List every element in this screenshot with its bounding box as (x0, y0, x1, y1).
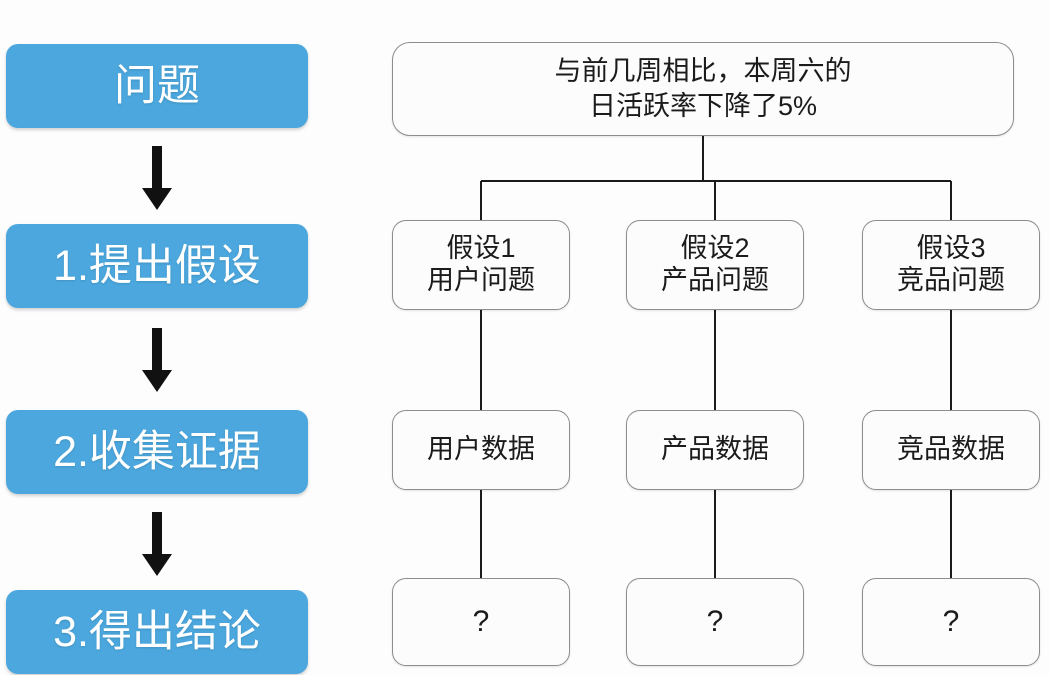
node-text-line: 用户数据 (427, 434, 535, 465)
node-text-line: 假设3 (916, 233, 986, 264)
down-arrow-icon (141, 512, 173, 578)
node-conclusion-3[interactable]: ? (862, 578, 1040, 666)
process-step-collect-evidence[interactable]: 2.收集证据 (6, 410, 308, 494)
process-step-draw-conclusion[interactable]: 3.得出结论 (6, 590, 308, 674)
node-conclusion-2[interactable]: ? (626, 578, 804, 666)
node-problem-statement[interactable]: 与前几周相比，本周六的 日活跃率下降了5% (392, 42, 1014, 136)
process-step-problem[interactable]: 问题 (6, 44, 308, 128)
process-step-label: 3.得出结论 (53, 607, 261, 656)
node-text-line: 产品问题 (661, 265, 769, 295)
down-arrow-icon (141, 328, 173, 394)
process-step-form-hypothesis[interactable]: 1.提出假设 (6, 224, 308, 308)
node-text-line: 竞品数据 (897, 434, 1005, 465)
node-text-line: 与前几周相比，本周六的 (554, 55, 852, 86)
node-data-1[interactable]: 用户数据 (392, 410, 570, 490)
node-text-line: ? (706, 605, 724, 639)
node-text-line: 假设1 (446, 233, 516, 264)
node-data-2[interactable]: 产品数据 (626, 410, 804, 490)
process-step-label: 1.提出假设 (53, 241, 261, 290)
node-text-line: 日活跃率下降了5% (588, 91, 818, 121)
node-text-line: 产品数据 (661, 434, 769, 465)
process-step-label: 2.收集证据 (53, 427, 261, 476)
node-conclusion-1[interactable]: ? (392, 578, 570, 666)
node-text-line: 假设2 (680, 233, 750, 264)
node-hypothesis-2[interactable]: 假设2 产品问题 (626, 220, 804, 310)
process-step-label: 问题 (114, 61, 200, 110)
node-hypothesis-1[interactable]: 假设1 用户问题 (392, 220, 570, 310)
node-text-line: 用户问题 (427, 265, 535, 295)
node-text-line: ? (472, 605, 490, 639)
down-arrow-icon (141, 146, 173, 212)
node-hypothesis-3[interactable]: 假设3 竞品问题 (862, 220, 1040, 310)
node-data-3[interactable]: 竞品数据 (862, 410, 1040, 490)
node-text-line: ? (942, 605, 960, 639)
node-text-line: 竞品问题 (897, 265, 1005, 295)
